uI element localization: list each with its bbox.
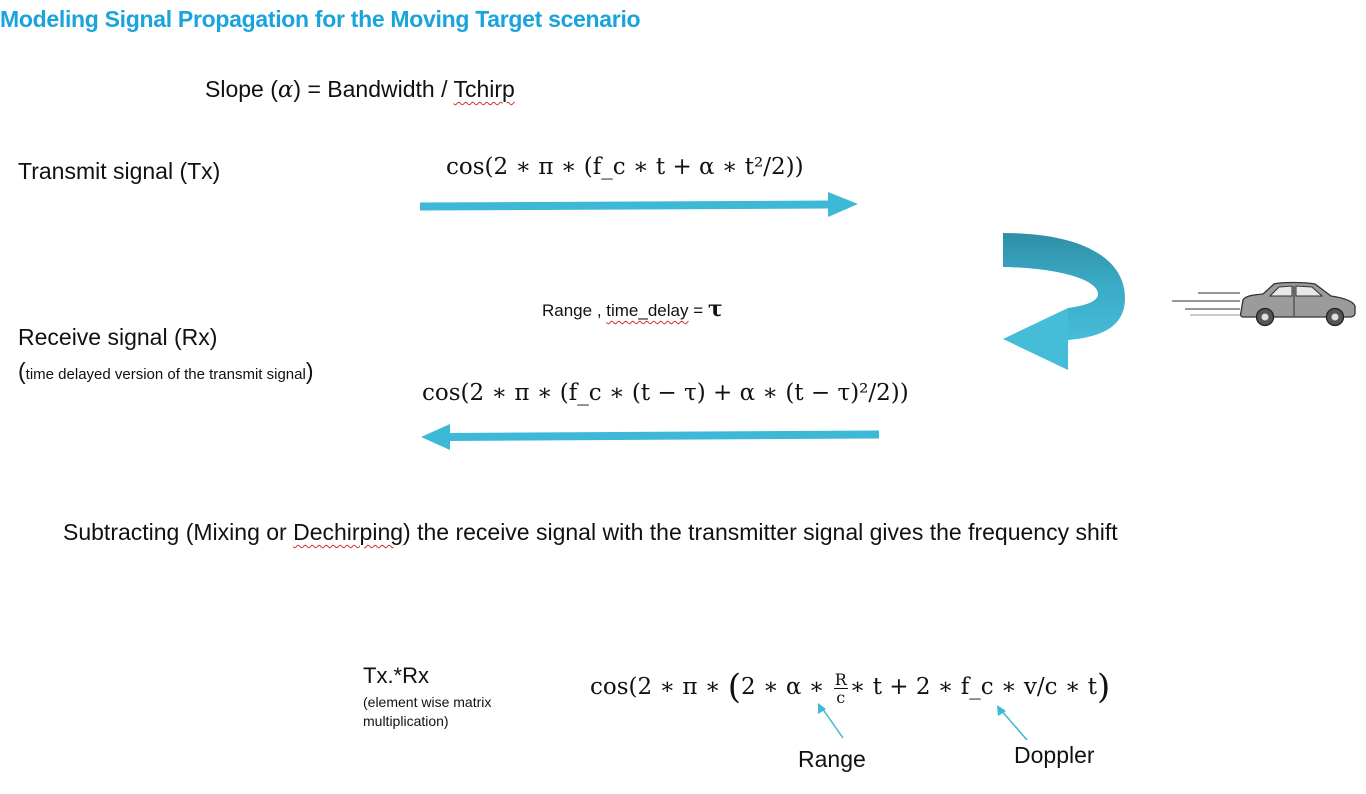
reflection-curve-arrow: [1003, 233, 1125, 370]
sub-text: time delayed version of the transmit sig…: [25, 366, 306, 383]
slope-alpha: α: [277, 77, 294, 103]
subtract-description: Subtracting (Mixing or Dechirping) the r…: [63, 519, 1118, 546]
mix-label: Tx.*Rx: [363, 663, 429, 688]
range-annotation-label: Range: [798, 746, 866, 772]
mix-eq-start: cos(2 ∗ π ∗: [590, 674, 728, 700]
car-icon: [1172, 281, 1356, 327]
time-delay-text: time_delay: [606, 301, 689, 320]
fraction-numerator: R: [833, 669, 848, 689]
equals-text: =: [688, 301, 708, 320]
range-pointer-arrow: [818, 703, 844, 739]
subtract-part1: Subtracting (Mixing or: [63, 519, 294, 545]
receive-sublabel: (time delayed version of the transmit si…: [18, 358, 313, 385]
receive-arrow: [421, 424, 880, 450]
doppler-annotation-label: Doppler: [1014, 742, 1095, 768]
fraction-denominator: c: [836, 687, 846, 707]
mix-sublabel: (element wise matrix multiplication): [363, 694, 492, 729]
transmit-arrow: [419, 192, 858, 217]
slope-tchirp: Tchirp: [453, 76, 515, 102]
slope-formula: Slope (α) = Bandwidth / Tchirp: [205, 76, 515, 103]
subtract-dechirping: Dechirping: [293, 519, 404, 545]
doppler-pointer-arrow: [997, 705, 1028, 741]
slope-prefix: Slope (: [205, 76, 278, 102]
sub-close-paren: ): [305, 358, 314, 384]
transmit-label: Transmit signal (Tx): [18, 158, 221, 184]
transmit-equation: cos(2 ∗ π ∗ (f_c ∗ t + α ∗ t²/2)): [446, 154, 804, 180]
mix-eq-mid: 2 ∗ α ∗: [741, 674, 825, 700]
tau-symbol: τ: [707, 296, 723, 322]
page-title: Modeling Signal Propagation for the Movi…: [0, 6, 641, 32]
receive-equation: cos(2 ∗ π ∗ (f_c ∗ (t − τ) + α ∗ (t − τ)…: [422, 380, 909, 406]
receive-label: Receive signal (Rx): [18, 324, 218, 350]
range-text: Range ,: [542, 301, 607, 320]
slope-mid: ) = Bandwidth /: [293, 76, 454, 102]
range-delay-label: Range , time_delay = τ: [542, 296, 723, 322]
subtract-part2: ) the receive signal with the transmitte…: [403, 519, 1118, 545]
sub-open-paren: (: [18, 358, 26, 384]
mix-eq-end: ∗ t + 2 ∗ f_c ∗ v/c ∗ t: [849, 674, 1098, 700]
